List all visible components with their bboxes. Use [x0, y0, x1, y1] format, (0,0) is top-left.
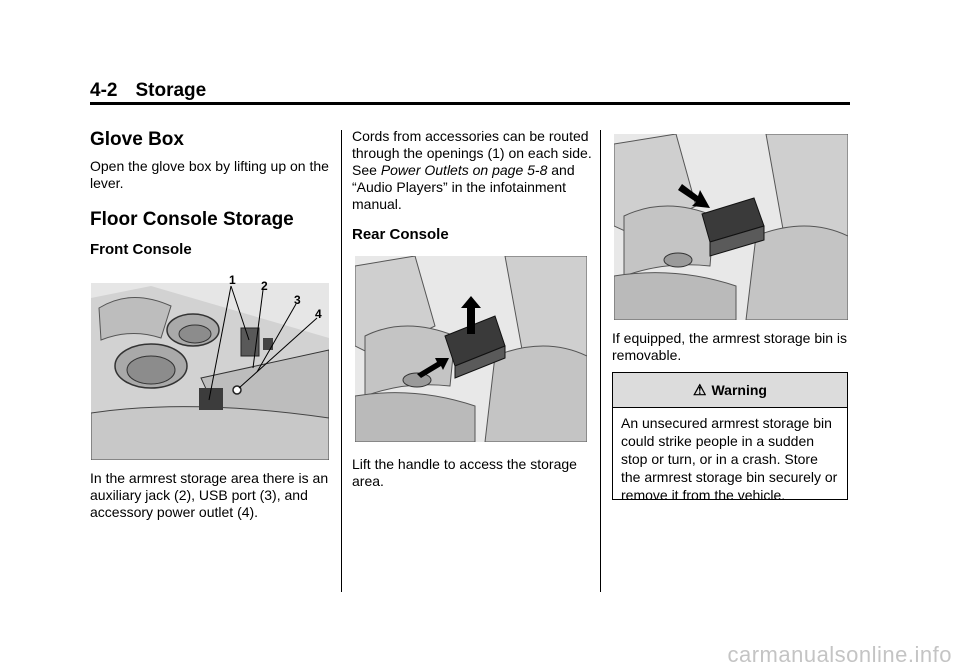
removable-bin-illustration	[614, 134, 848, 320]
cords-text: Cords from accessories can be routed thr…	[352, 128, 592, 213]
callout-2: 2	[261, 279, 268, 293]
page-header: 4-2 Storage	[90, 80, 206, 102]
column-divider	[341, 130, 342, 592]
column-1: Glove Box Open the glove box by lifting …	[90, 128, 330, 260]
floor-console-heading: Floor Console Storage	[90, 209, 294, 230]
watermark: carmanualsonline.info	[727, 642, 952, 667]
warning-text: An unsecured armrest storage bin could s…	[621, 415, 838, 503]
warning-icon: ⚠	[693, 382, 707, 399]
cords-text-part-2: and “Audio Players” in the infotainment …	[352, 162, 575, 212]
warning-box: ⚠ Warning An unsecured armrest storage b…	[612, 372, 848, 503]
front-console-heading: Front Console	[90, 241, 192, 258]
warning-header: ⚠ Warning	[613, 373, 847, 408]
warning-title: Warning	[711, 382, 767, 398]
glove-box-text: Open the glove box by lifting up on the …	[90, 158, 329, 191]
page-number: 4-2	[90, 80, 118, 101]
header-rule	[90, 102, 850, 105]
rear-console-illustration	[355, 256, 587, 442]
front-console-text: In the armrest storage area there is an …	[90, 470, 329, 520]
cords-text-part-1: Cords from accessories can be routed thr…	[352, 128, 592, 178]
section-title: Storage	[135, 80, 207, 101]
glove-box-heading: Glove Box	[90, 129, 184, 150]
callout-3: 3	[294, 293, 301, 307]
rear-console-heading: Rear Console	[352, 226, 449, 243]
rear-console-text: Lift the handle to access the storage ar…	[352, 456, 577, 489]
column-divider	[600, 130, 601, 592]
callout-1: 1	[229, 273, 236, 287]
callout-4: 4	[315, 307, 322, 321]
front-console-illustration: 1 2 3 4	[91, 273, 329, 460]
cross-reference-link[interactable]: Power Outlets on page 5-8	[380, 162, 548, 178]
column-2: Cords from accessories can be routed thr…	[352, 128, 592, 245]
removable-bin-text: If equipped, the armrest storage bin is …	[612, 330, 848, 363]
